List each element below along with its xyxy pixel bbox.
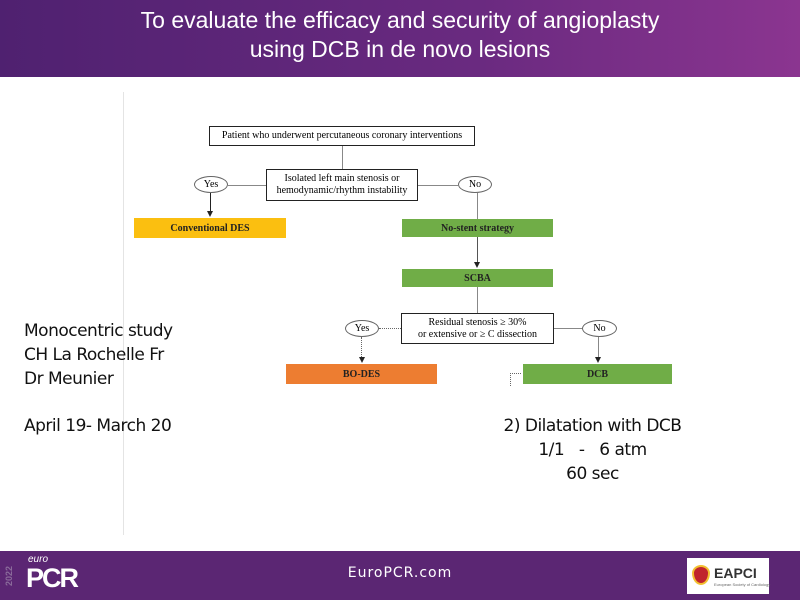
yes-label-2: Yes bbox=[345, 320, 379, 337]
no-stent-box: No-stent strategy bbox=[402, 219, 553, 237]
study-center: CH La Rochelle Fr bbox=[24, 345, 164, 365]
arrow-icon bbox=[359, 357, 365, 363]
header-bar bbox=[0, 0, 800, 77]
logo-euro: euro bbox=[28, 554, 49, 565]
slide-title: To evaluate the efficacy and security of… bbox=[0, 6, 800, 64]
conventional-des-box: Conventional DES bbox=[134, 218, 286, 238]
scba-box: SCBA bbox=[402, 269, 553, 287]
dcb-step: 2) Dilatation with DCB bbox=[503, 416, 682, 436]
dcb-box: DCB bbox=[523, 364, 672, 384]
no-label-1: No bbox=[458, 176, 492, 193]
bo-des-box: BO-DES bbox=[286, 364, 437, 384]
divider bbox=[123, 92, 124, 535]
decision-1-line2: hemodynamic/rhythm instability bbox=[276, 185, 408, 196]
connector bbox=[210, 193, 211, 212]
study-dates: April 19- March 20 bbox=[24, 416, 172, 436]
eapci-logo: EAPCI European Society of Cardiology bbox=[687, 558, 771, 594]
esc-text: European Society of Cardiology bbox=[714, 582, 771, 587]
arrow-icon bbox=[595, 357, 601, 363]
heart-icon bbox=[692, 565, 710, 585]
dcb-duration: 60 sec bbox=[566, 464, 619, 484]
decision-1: Isolated left main stenosis or hemodynam… bbox=[266, 169, 418, 201]
connector bbox=[342, 146, 343, 169]
study-type: Monocentric study bbox=[24, 321, 173, 341]
connector bbox=[477, 193, 478, 219]
connector bbox=[477, 237, 478, 262]
dotted-bracket bbox=[510, 373, 521, 386]
dotted-connector bbox=[361, 337, 362, 357]
connector bbox=[228, 185, 266, 186]
no-label-2: No bbox=[582, 320, 617, 337]
decision-1-line1: Isolated left main stenosis or bbox=[284, 173, 400, 184]
logo-pcr: PCR bbox=[26, 563, 79, 593]
title-line-2: using DCB in de novo lesions bbox=[249, 36, 551, 62]
decision-2: Residual stenosis ≥ 30% or extensive or … bbox=[401, 313, 554, 344]
footer-url[interactable]: EuroPCR.com bbox=[347, 565, 453, 581]
decision-2-line2: or extensive or ≥ C dissection bbox=[417, 328, 538, 340]
start-box: Patient who underwent percutaneous coron… bbox=[209, 126, 475, 146]
decision-2-line1: Residual stenosis ≥ 30% bbox=[428, 316, 527, 328]
footer-bar: 2022 euro PCR EuroPCR.com EAPCI European… bbox=[0, 551, 800, 600]
dotted-connector bbox=[379, 328, 401, 329]
connector bbox=[477, 287, 478, 313]
dcb-pressure: 1/1 - 6 atm bbox=[538, 440, 647, 460]
connector bbox=[418, 185, 458, 186]
connector bbox=[554, 328, 582, 329]
connector bbox=[598, 337, 599, 357]
study-author: Dr Meunier bbox=[24, 369, 114, 389]
arrow-icon bbox=[207, 211, 213, 217]
title-line-1: To evaluate the efficacy and security of… bbox=[140, 7, 660, 33]
arrow-icon bbox=[474, 262, 480, 268]
eapci-text: EAPCI bbox=[714, 565, 757, 581]
yes-label-1: Yes bbox=[194, 176, 228, 193]
